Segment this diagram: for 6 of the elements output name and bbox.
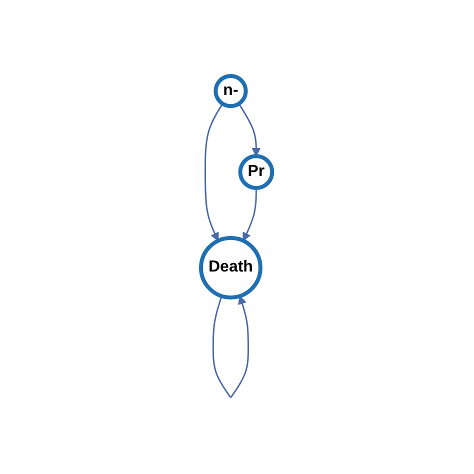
arrow xyxy=(243,188,258,242)
node-circle: Pr xyxy=(238,154,275,190)
node-circle: Death xyxy=(199,236,263,300)
arrow xyxy=(204,104,224,242)
arrow xyxy=(238,104,262,157)
node-circle: n- xyxy=(214,74,248,108)
